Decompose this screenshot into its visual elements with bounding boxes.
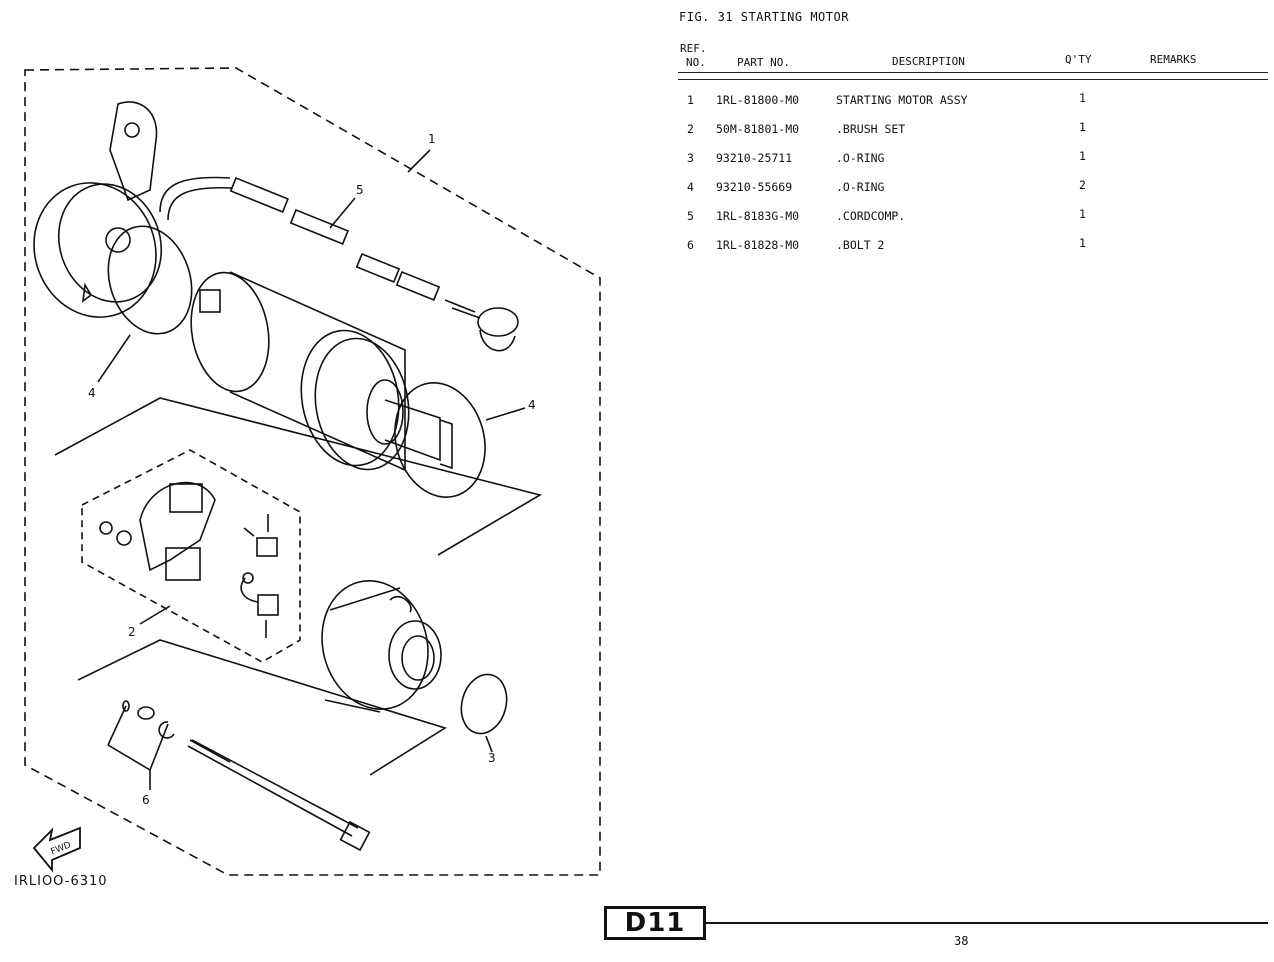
cell-qty: 1 bbox=[1079, 120, 1086, 134]
cell-ref: 6 bbox=[687, 238, 694, 252]
cell-part-no: 1RL-8183G-M0 bbox=[716, 209, 800, 223]
bolt-set-outline bbox=[77, 639, 447, 776]
fwd-label: FWD bbox=[49, 840, 72, 857]
o-ring-3 bbox=[460, 673, 508, 735]
callout-4-left: 4 bbox=[88, 386, 96, 400]
cell-qty: 1 bbox=[1079, 236, 1086, 250]
brush-set-outline bbox=[54, 397, 543, 556]
o-ring-4-left bbox=[107, 225, 193, 335]
callout-6: 6 bbox=[142, 793, 150, 807]
cell-ref: 1 bbox=[687, 93, 694, 107]
page-number: 38 bbox=[954, 934, 969, 948]
figure-title: FIG. 31 STARTING MOTOR bbox=[679, 10, 849, 24]
brush-set-dashed bbox=[81, 449, 301, 663]
cell-qty: 2 bbox=[1079, 178, 1086, 192]
assembly-boundary bbox=[24, 67, 601, 876]
cell-part-no: 93210-25711 bbox=[716, 151, 793, 165]
cell-part-no: 50M-81801-M0 bbox=[716, 122, 800, 136]
callout-1: 1 bbox=[428, 132, 436, 146]
front-cover-part bbox=[321, 579, 442, 713]
fwd-arrow-icon bbox=[32, 826, 81, 873]
brush-holder-part bbox=[99, 481, 279, 638]
header-description: DESCRIPTION bbox=[892, 55, 965, 68]
cord-part bbox=[159, 176, 519, 352]
cell-description: .O-RING bbox=[836, 151, 885, 165]
header-rule-top bbox=[678, 72, 1268, 73]
header-part-no: PART NO. bbox=[737, 56, 790, 69]
cell-ref: 3 bbox=[687, 151, 694, 165]
motor-body-part bbox=[190, 271, 453, 472]
rear-cover-part bbox=[33, 101, 163, 318]
header-ref-line2: NO. bbox=[686, 56, 706, 69]
cell-part-no: 93210-55669 bbox=[716, 180, 793, 194]
header-ref-line1: REF. bbox=[680, 42, 707, 55]
cell-part-no: 1RL-81800-M0 bbox=[716, 93, 800, 107]
cell-qty: 1 bbox=[1079, 149, 1086, 163]
callout-4-right: 4 bbox=[528, 398, 536, 412]
header-qty: Q'TY bbox=[1065, 53, 1092, 66]
callout-2: 2 bbox=[128, 625, 136, 639]
cell-description: .BOLT 2 bbox=[836, 238, 885, 252]
cell-ref: 4 bbox=[687, 180, 694, 194]
cell-part-no: 1RL-81828-M0 bbox=[716, 238, 800, 252]
cell-qty: 1 bbox=[1079, 207, 1086, 221]
header-remarks: REMARKS bbox=[1150, 53, 1197, 66]
cell-description: .BRUSH SET bbox=[836, 122, 906, 136]
header-rule-bottom bbox=[678, 79, 1268, 80]
cell-qty: 1 bbox=[1079, 91, 1086, 105]
bolt-part bbox=[122, 700, 371, 852]
page-code-box: D11 bbox=[604, 906, 706, 940]
cell-ref: 5 bbox=[687, 209, 694, 223]
o-ring-4-right bbox=[394, 382, 486, 498]
callout-3: 3 bbox=[488, 751, 496, 765]
footer-rule bbox=[706, 922, 1268, 924]
exploded-parts-diagram: 1 5 4 4 2 3 6 FWD bbox=[24, 67, 601, 876]
drawing-code: IRLIOO-6310 bbox=[14, 874, 108, 889]
cell-ref: 2 bbox=[687, 122, 694, 136]
cell-description: .O-RING bbox=[836, 180, 885, 194]
cell-description: .CORDCOMP. bbox=[836, 209, 906, 223]
cell-description: STARTING MOTOR ASSY bbox=[836, 93, 968, 107]
callout-5: 5 bbox=[356, 183, 364, 197]
